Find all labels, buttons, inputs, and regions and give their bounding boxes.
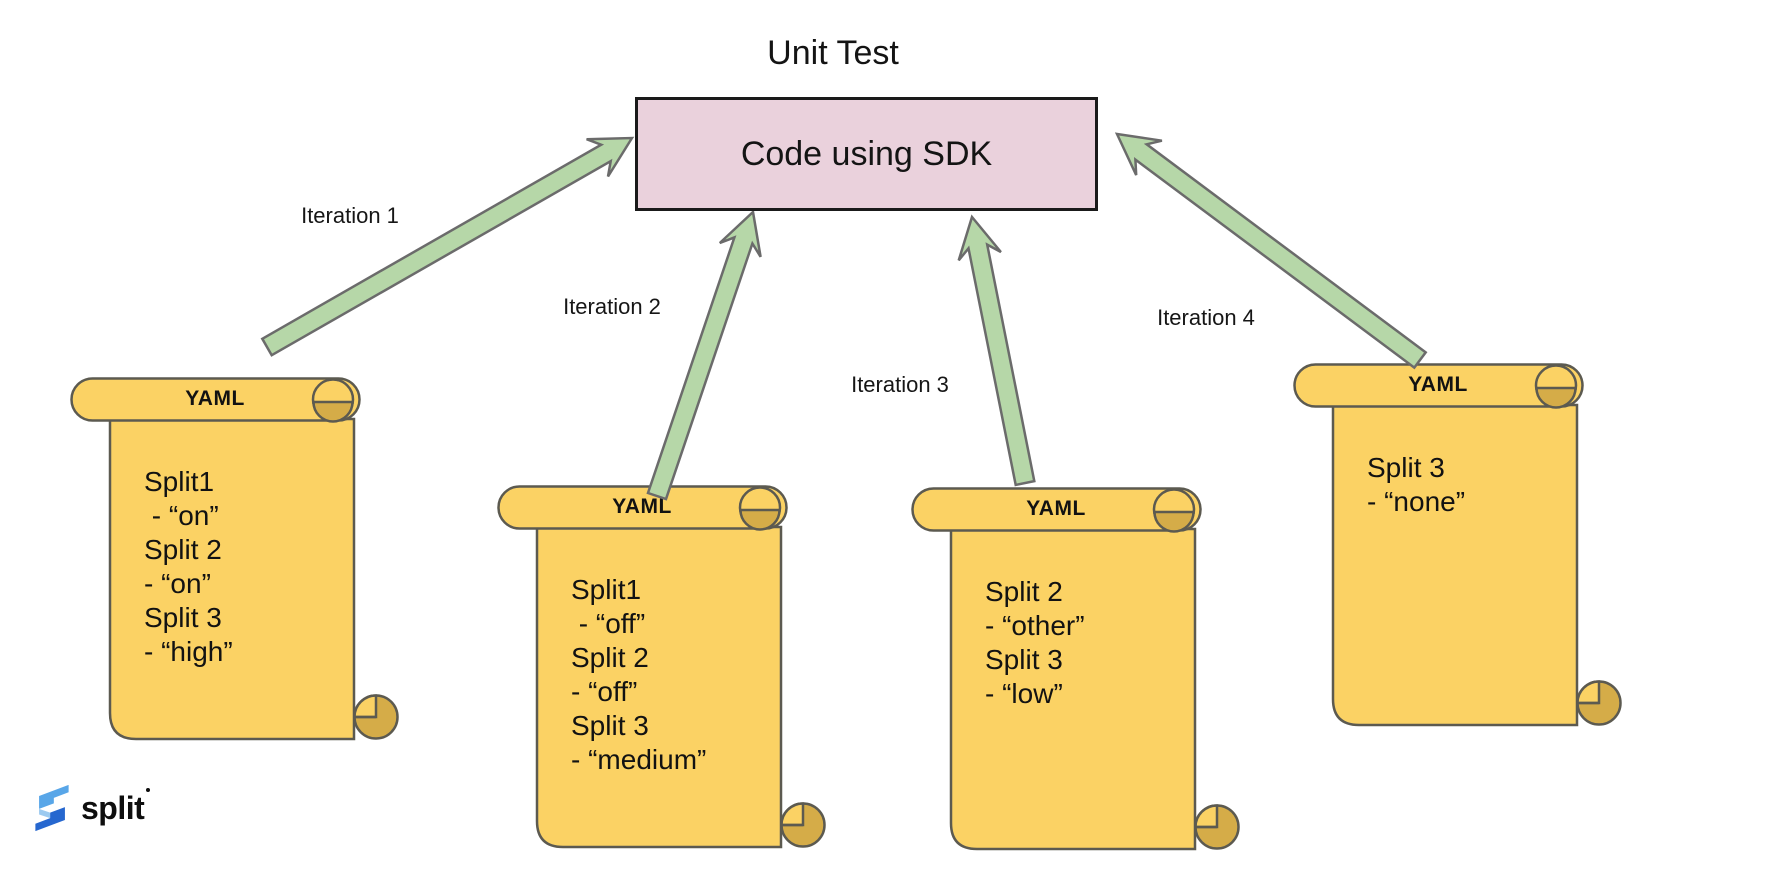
scroll-banner-curl-fold (739, 508, 781, 531)
scroll-text-line: Split 2 (985, 576, 1063, 607)
scroll-banner (911, 487, 1202, 532)
yaml-banner-label: YAML (1026, 496, 1086, 520)
scroll-text-line: - “high” (144, 636, 233, 667)
code-using-sdk-label: Code using SDK (740, 134, 993, 173)
yaml-banner-label: YAML (612, 494, 672, 518)
split-logo-text: split (81, 790, 145, 826)
yaml-scroll-shape (1293, 363, 1622, 727)
scroll-text-line: - “off” (571, 676, 638, 707)
yaml-scroll-3: YAML Split 2- “other”Split 3- “low” (911, 487, 1245, 859)
scroll-text-line: - “low” (985, 678, 1063, 709)
scroll-text-line: - “other” (985, 610, 1085, 641)
scroll-banner-curl-fold (1153, 510, 1195, 533)
scroll-text-block: Split 3- “none” (1367, 451, 1465, 519)
scroll-text-line: - “off” (571, 608, 646, 639)
diagram-title: Unit Test (767, 34, 899, 72)
code-using-sdk-box: Code using SDK (635, 97, 1098, 211)
scroll-text-block: Split1 - “on”Split 2- “on”Split 3- “high… (144, 465, 233, 669)
scroll-text-line: Split1 (144, 466, 215, 497)
scroll-text-line: Split 3 (985, 644, 1063, 675)
scroll-banner (70, 377, 361, 422)
iteration-label-1: Iteration 1 (301, 203, 399, 228)
scroll-body (535, 525, 783, 849)
iteration-label-3: Iteration 3 (851, 372, 949, 397)
scroll-body (108, 417, 356, 741)
yaml-banner-label: YAML (185, 386, 245, 410)
scroll-text-block: Split1 - “off”Split 2- “off”Split 3- “me… (571, 573, 706, 777)
scroll-text-line: Split 2 (144, 534, 222, 565)
scroll-text-line: Split1 (571, 574, 642, 605)
scroll-text-block: Split 2- “other”Split 3- “low” (985, 575, 1085, 711)
scroll-body (1331, 403, 1579, 727)
yaml-scroll-1: YAML Split1 - “on”Split 2- “on”Split 3- … (70, 377, 404, 749)
scroll-text-line: - “on” (144, 500, 219, 531)
yaml-scroll-shape (497, 485, 826, 849)
yaml-scroll-4: YAML Split 3- “none” (1293, 363, 1627, 735)
scroll-text-line: Split 2 (571, 642, 649, 673)
scroll-text-line: Split 3 (1367, 452, 1445, 483)
split-logo: split (33, 784, 151, 832)
scroll-text-line: Split 3 (144, 602, 222, 633)
scroll-text-line: - “medium” (571, 744, 707, 775)
iteration-arrow-1 (260, 136, 635, 357)
logo-tm-dot (146, 788, 151, 792)
yaml-scroll-shape (70, 377, 399, 741)
scroll-banner (1293, 363, 1584, 408)
yaml-scroll-2: YAML Split1 - “off”Split 2- “off”Split 3… (497, 485, 831, 857)
yaml-banner-label: YAML (1408, 372, 1468, 396)
split-logo-icon (35, 784, 69, 832)
scroll-body (949, 527, 1197, 851)
scroll-text-line: Split 3 (571, 710, 649, 741)
scroll-banner-curl-fold (312, 400, 354, 423)
iteration-arrow-2 (646, 209, 762, 501)
scroll-banner (497, 485, 788, 530)
iteration-label-2: Iteration 2 (563, 294, 661, 319)
iteration-arrow-4 (1114, 132, 1428, 370)
iteration-arrow-3 (957, 214, 1036, 487)
scroll-text-line: - “on” (144, 568, 211, 599)
iteration-label-4: Iteration 4 (1157, 305, 1255, 330)
scroll-banner-curl-fold (1535, 386, 1577, 409)
scroll-text-line: - “none” (1367, 486, 1466, 517)
yaml-scroll-shape (911, 487, 1240, 851)
